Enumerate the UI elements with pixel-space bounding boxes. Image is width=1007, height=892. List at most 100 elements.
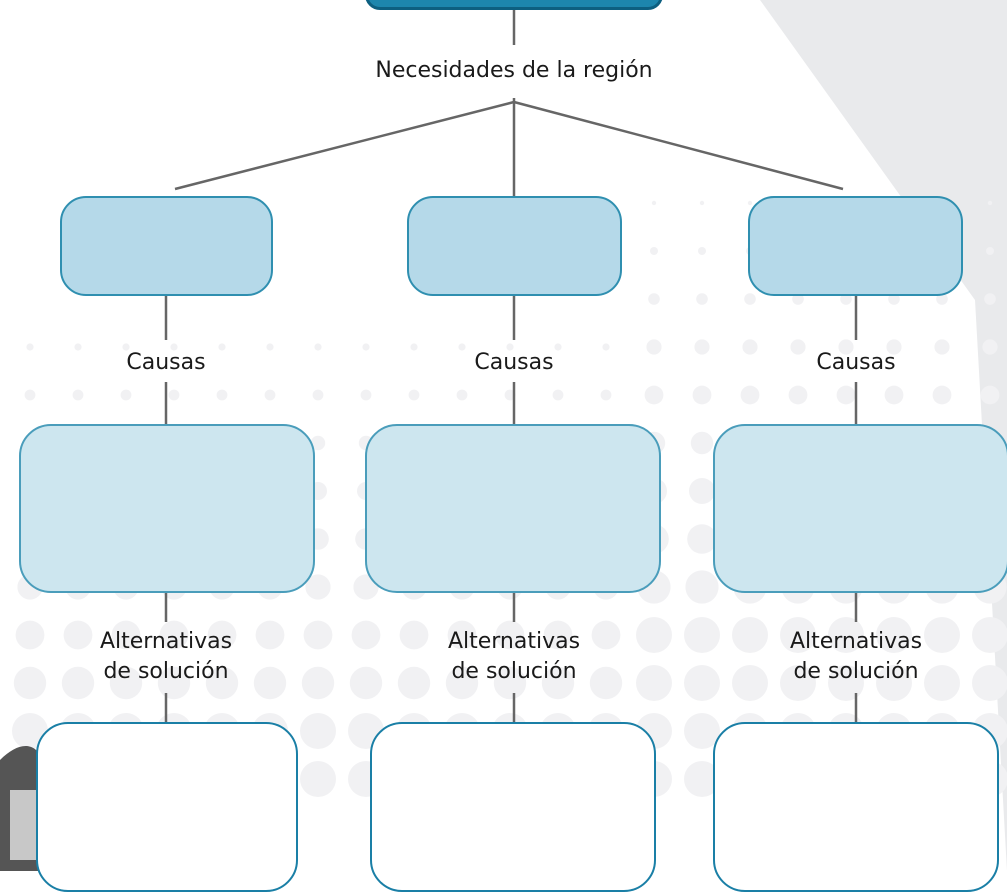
decorative-dot: [742, 339, 758, 355]
decorative-dot: [122, 343, 130, 351]
decorative-dot: [740, 385, 760, 405]
decorative-dot: [876, 665, 912, 701]
decorative-dot: [790, 339, 806, 355]
decorative-dot: [836, 385, 856, 405]
decorative-dot: [74, 343, 82, 351]
decorative-dot: [980, 385, 1000, 405]
decorative-dot: [684, 665, 720, 701]
decorative-dot: [253, 666, 287, 700]
decorative-dot: [61, 666, 95, 700]
need-box-1: [60, 196, 273, 296]
decorative-dot: [690, 431, 714, 455]
decorative-dot: [264, 389, 276, 401]
decorative-dot: [255, 620, 285, 650]
decorative-dot: [168, 389, 180, 401]
decorative-dot: [13, 666, 47, 700]
solutions-line-1: Alternativas: [99, 629, 233, 654]
decorative-dot: [305, 574, 331, 600]
decorative-dot: [24, 389, 36, 401]
solution-box-1: [36, 722, 298, 892]
decorative-dot: [397, 666, 431, 700]
decorative-dot: [445, 666, 479, 700]
decorative-dot: [310, 435, 326, 451]
decorative-dot: [72, 389, 84, 401]
decorative-dot: [552, 389, 564, 401]
decorative-dot: [987, 200, 993, 206]
cause-box-3: [713, 424, 1007, 593]
decorative-dot: [266, 343, 274, 351]
decorative-dot: [589, 666, 623, 700]
root-box: [365, 0, 663, 10]
solutions-label-1: Alternativas de solución: [66, 627, 266, 687]
decorative-dot: [684, 761, 720, 797]
decorative-dot: [699, 200, 705, 206]
decorative-dot: [934, 339, 950, 355]
decorative-dot: [698, 247, 706, 255]
decorative-dot: [986, 247, 994, 255]
decorative-dot: [109, 666, 143, 700]
decorative-dot: [362, 343, 370, 351]
decorative-dot: [840, 293, 852, 305]
causes-label-1: Causas: [126, 350, 206, 375]
decorative-dot: [888, 293, 900, 305]
decorative-dot: [543, 620, 573, 650]
solutions-line-1: Alternativas: [789, 629, 923, 654]
decorative-dot: [506, 343, 514, 351]
decorative-dot: [349, 666, 383, 700]
decorative-dot: [410, 343, 418, 351]
solutions-line-2: de solución: [793, 659, 919, 684]
decorative-dot: [924, 665, 960, 701]
decorative-dot: [792, 293, 804, 305]
decorative-dot: [301, 666, 335, 700]
decorative-dot: [747, 200, 753, 206]
decorative-dot: [696, 293, 708, 305]
decorative-dot: [591, 620, 621, 650]
decorative-dot: [63, 620, 93, 650]
decorative-dot: [684, 617, 720, 653]
decorative-dot: [408, 389, 420, 401]
solution-box-3: [713, 722, 999, 892]
cause-box-1: [19, 424, 315, 593]
decorative-dot: [636, 665, 672, 701]
decorative-dot: [541, 666, 575, 700]
decorative-dot: [744, 293, 756, 305]
decorative-dot: [157, 666, 191, 700]
decorative-dot: [504, 389, 516, 401]
decorative-dot: [972, 617, 1007, 653]
decorative-dot: [636, 617, 672, 653]
decorative-dot: [300, 713, 336, 749]
decorative-dot: [602, 343, 610, 351]
solutions-line-2: de solución: [451, 659, 577, 684]
solutions-label-2: Alternativas de solución: [414, 627, 614, 687]
solutions-label-3: Alternativas de solución: [756, 627, 956, 687]
decorative-dot: [732, 617, 768, 653]
character-shirt: [10, 790, 40, 860]
need-box-3: [748, 196, 963, 296]
decorative-dot: [732, 665, 768, 701]
decorative-dot: [360, 389, 372, 401]
decorative-dot: [788, 385, 808, 405]
decorative-dot: [982, 339, 998, 355]
solutions-line-2: de solución: [103, 659, 229, 684]
decorative-dot: [689, 478, 715, 504]
decorative-dot: [216, 389, 228, 401]
decorative-dot: [780, 617, 816, 653]
decorative-dot: [351, 620, 381, 650]
decorative-dot: [205, 666, 239, 700]
decorative-dot: [312, 389, 324, 401]
decorative-dot: [984, 293, 996, 305]
solutions-line-1: Alternativas: [447, 629, 581, 654]
decorative-dot: [924, 617, 960, 653]
decorative-dot: [694, 339, 710, 355]
decorative-dot: [646, 339, 662, 355]
decorative-dot: [447, 620, 477, 650]
decorative-dot: [111, 620, 141, 650]
causes-label-3: Causas: [816, 350, 896, 375]
decorative-dot: [828, 617, 864, 653]
decorative-dot: [876, 617, 912, 653]
decorative-dot: [554, 343, 562, 351]
decorative-dot: [493, 666, 527, 700]
cause-box-2: [365, 424, 661, 593]
decorative-dot: [651, 200, 657, 206]
decorative-dot: [650, 247, 658, 255]
